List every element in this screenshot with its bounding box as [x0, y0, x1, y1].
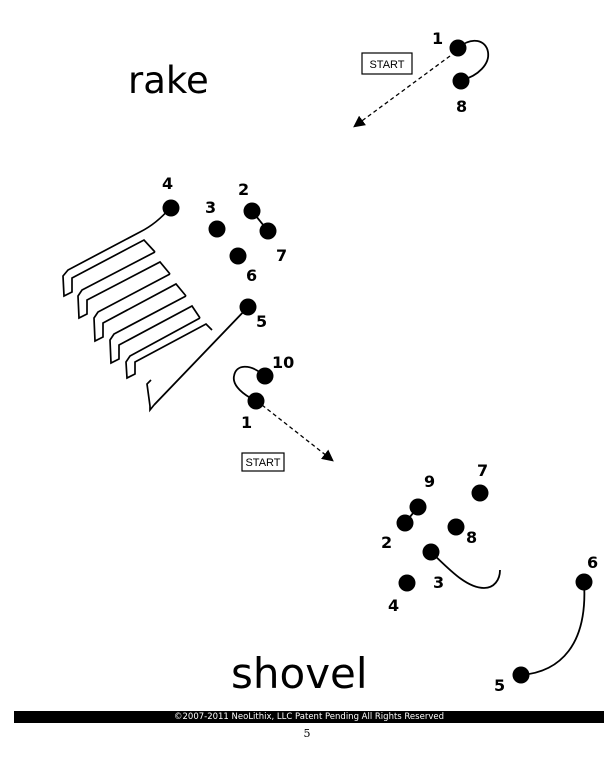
shovel-dot-7[interactable]: 7 — [471, 461, 489, 502]
rake-dot-6-label: 6 — [246, 266, 257, 285]
shovel-dot-4[interactable]: 4 — [388, 574, 416, 616]
page-number: 5 — [303, 727, 311, 740]
shovel-dot-10[interactable]: 10 — [256, 353, 295, 385]
shovel-dot-5-label: 5 — [494, 676, 505, 695]
rake-dot-7[interactable]: 7 — [259, 222, 288, 266]
rake-dot-3-label: 3 — [205, 198, 216, 217]
shovel-dot-5[interactable]: 5 — [494, 666, 530, 696]
copyright-text: ©2007-2011 NeoLithix, LLC Patent Pending… — [174, 712, 444, 722]
rake-dot-5[interactable]: 5 — [239, 298, 268, 332]
rake-start-box: START — [361, 52, 413, 75]
shovel-dot-7-label: 7 — [477, 461, 488, 480]
rake-handle-loop — [457, 39, 490, 81]
shovel-title: shovel — [231, 649, 368, 698]
shovel-dot-4-label: 4 — [388, 596, 399, 615]
shovel-dot-1-label: 1 — [241, 413, 252, 432]
rake-dot-2[interactable]: 2 — [238, 180, 261, 220]
shovel-handle-curve — [520, 581, 586, 676]
rake-dot-8[interactable]: 8 — [452, 72, 470, 117]
rake-dot-6[interactable]: 6 — [229, 247, 258, 286]
shovel-dot-8-label: 8 — [466, 528, 477, 547]
rake-start-label: START — [369, 59, 404, 71]
rake-dot-8-label: 8 — [456, 97, 467, 116]
shovel-start-box: START — [241, 452, 285, 472]
rake-direction-arrow — [353, 55, 451, 128]
shovel-dot-10-label: 10 — [272, 353, 294, 372]
rake-head-drawing — [62, 207, 213, 413]
shovel-dot-9[interactable]: 9 — [409, 472, 436, 516]
shovel-top-loop — [232, 365, 263, 402]
rake-dot-3[interactable]: 3 — [205, 198, 226, 238]
shovel-start-label: START — [245, 457, 280, 469]
shovel-dot-6-label: 6 — [587, 553, 598, 572]
shovel-dot-2-label: 2 — [381, 533, 392, 552]
shovel-blade-curve — [430, 551, 501, 589]
shovel-dot-9-label: 9 — [424, 472, 435, 491]
shovel-dot-3-label: 3 — [433, 573, 444, 592]
copyright-footer: ©2007-2011 NeoLithix, LLC Patent Pending… — [14, 711, 604, 723]
shovel-dot-1[interactable]: 1 — [241, 392, 265, 433]
rake-dot-2-label: 2 — [238, 180, 249, 199]
rake-dot-1-label: 1 — [432, 29, 443, 48]
shovel-dot-2[interactable]: 2 — [381, 514, 414, 553]
rake-handle-line — [153, 306, 249, 406]
shovel-dot-6[interactable]: 6 — [575, 553, 599, 591]
rake-dot-7-label: 7 — [276, 246, 287, 265]
shovel-direction-arrow — [261, 404, 334, 462]
shovel-dot-3[interactable]: 3 — [422, 543, 445, 593]
rake-dot-1[interactable]: 1 — [432, 29, 467, 57]
rake-dot-4[interactable]: 4 — [162, 174, 180, 217]
rake-dot-4-label: 4 — [162, 174, 173, 193]
rake-title: rake — [128, 59, 209, 102]
rake-dot-5-label: 5 — [256, 312, 267, 331]
shovel-dot-8[interactable]: 8 — [447, 518, 478, 548]
